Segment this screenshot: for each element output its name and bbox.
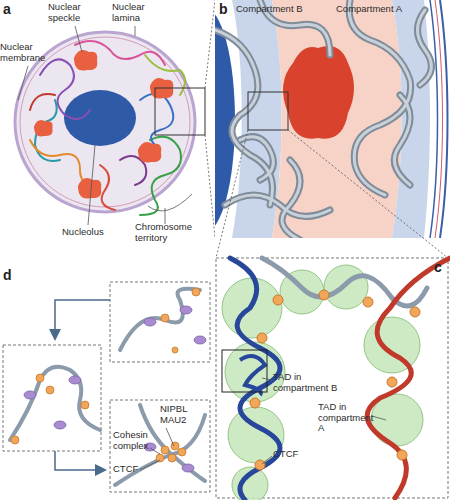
nucleus-panel xyxy=(15,0,215,238)
tad-panel xyxy=(216,258,450,500)
callout-label: CTCF xyxy=(113,464,153,475)
loop-extrusion-panel xyxy=(3,282,210,492)
callout-label: Compartment A xyxy=(336,4,416,15)
callout-label: NIPBL MAU2 xyxy=(160,404,204,425)
callout-label: Cohesin complex xyxy=(113,430,163,451)
callout-label: CTCF xyxy=(273,449,313,460)
panel-letter: a xyxy=(3,2,23,18)
callout-label: Compartment B xyxy=(236,4,316,15)
compartment-panel xyxy=(215,0,450,238)
callout-label: Nuclear speckle xyxy=(48,2,100,23)
zoom-lines xyxy=(216,130,448,258)
callout-label: TAD in compartment B xyxy=(273,372,339,393)
callout-label: Nuclear lamina xyxy=(112,2,164,23)
panel-letter: c xyxy=(434,260,448,276)
callout-label: Chromosome territory xyxy=(135,222,205,243)
panel-letter: d xyxy=(3,268,23,284)
callout-label: TAD in compartment A xyxy=(318,402,374,434)
callout-label: Nucleolus xyxy=(62,227,122,238)
callout-label: Nuclear membrane xyxy=(0,42,50,63)
